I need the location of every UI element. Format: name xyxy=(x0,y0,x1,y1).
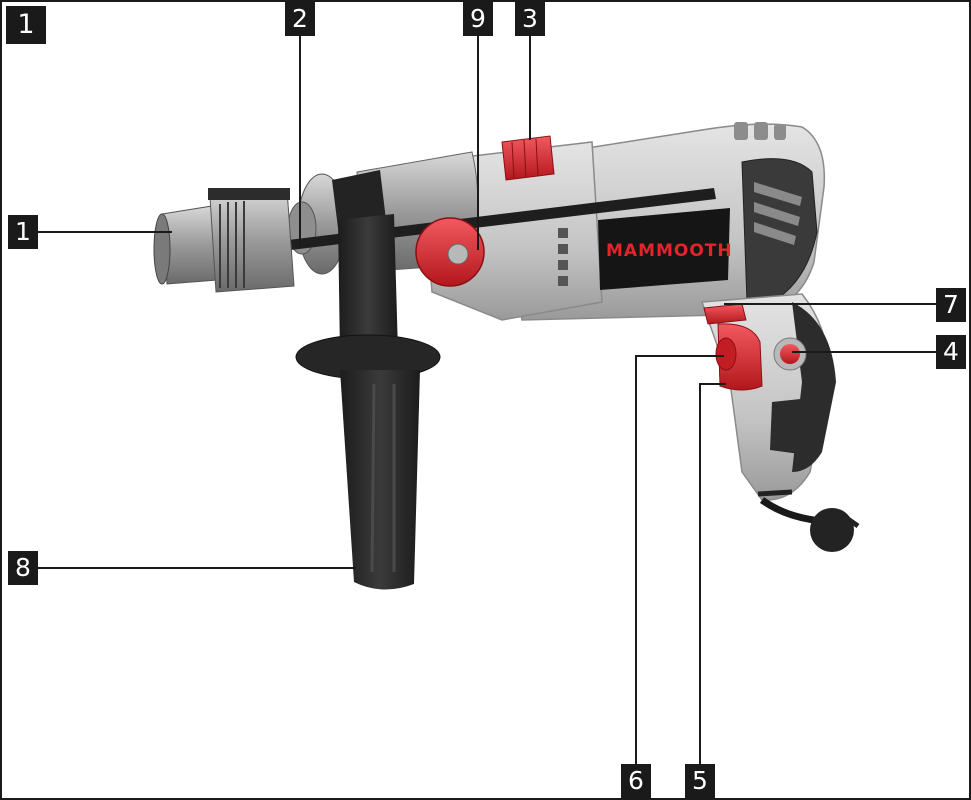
callout-mode-selector: 3 xyxy=(515,2,545,36)
side-handle xyxy=(295,214,441,590)
brand-logo-text: MAMMOOTH xyxy=(606,241,733,261)
figure-number-badge: 1 xyxy=(6,6,46,44)
trigger xyxy=(715,323,763,391)
lock-button xyxy=(773,337,807,371)
callout-side-handle: 8 xyxy=(8,551,38,585)
callout-lock-button: 4 xyxy=(936,335,966,369)
callout-speed-wheel: 6 xyxy=(621,764,651,798)
callout-depth-stop: 2 xyxy=(285,2,315,36)
callout-trigger: 5 xyxy=(685,764,715,798)
callout-chuck: 1 xyxy=(8,215,38,249)
callout-speed-dial: 9 xyxy=(463,2,493,36)
depth-stop-dial xyxy=(415,217,485,287)
drill-chuck xyxy=(153,188,295,293)
mode-selector-knob xyxy=(501,135,555,181)
leader-lines xyxy=(38,34,938,768)
direction-switch xyxy=(703,303,747,325)
callout-direction-switch: 7 xyxy=(936,288,966,322)
